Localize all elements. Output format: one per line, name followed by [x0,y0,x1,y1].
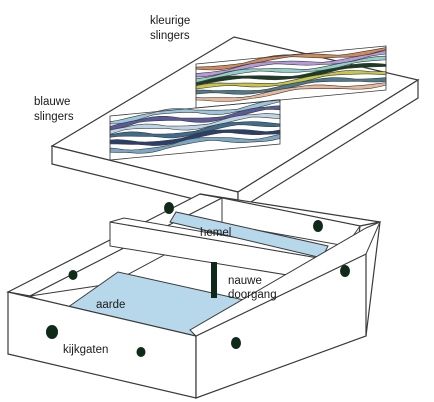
label-earth: aarde [96,299,125,311]
peephole [68,270,78,280]
box-right-top-edge [189,221,381,337]
label-sky: hemel [200,227,231,239]
peepholes [46,202,350,357]
peephole [313,220,323,232]
peephole [136,347,146,357]
streamer-frame [109,99,281,161]
peephole [231,337,241,349]
peephole [164,202,174,214]
label-peepholes: kijkgaten [63,344,108,356]
peephole [340,265,350,277]
streamer-frame [195,45,387,109]
label-blue-streamers-1: blauwe [34,96,70,108]
sky-floor [169,211,329,259]
bottom-box [6,193,381,399]
label-blue-streamers-2: slingers [34,111,74,123]
box-right-face [195,253,367,399]
label-colorful-streamers-2: slingers [150,30,190,42]
narrow-passage-slot [211,262,217,298]
peephole [46,325,58,339]
blue-streamers [109,99,281,161]
label-narrow-passage-1: nauwe [228,275,262,287]
colorful-streamers [195,45,387,109]
label-narrow-passage-2: doorgang [228,289,277,301]
label-colorful-streamers-1: kleurige [150,15,190,27]
